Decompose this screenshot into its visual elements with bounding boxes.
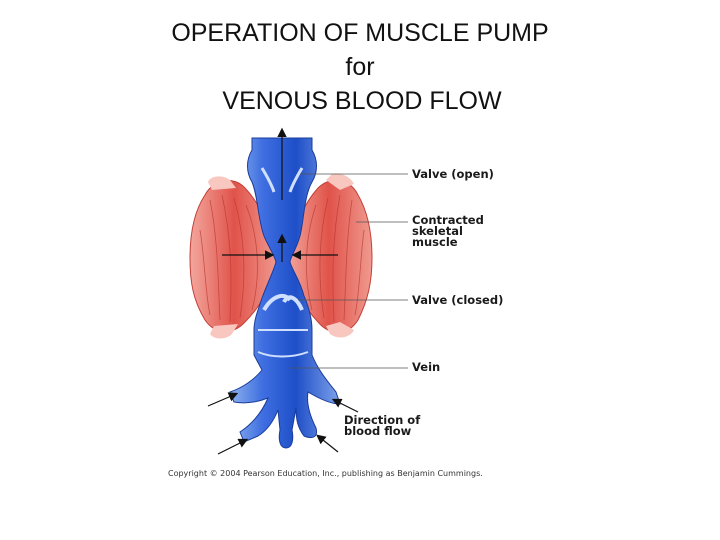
- copyright-text: Copyright © 2004 Pearson Education, Inc.…: [168, 469, 483, 478]
- slide-title: OPERATION OF MUSCLE PUMP for VENOUS BLOO…: [0, 16, 720, 118]
- blood-flow-arrow-2: [217, 438, 249, 455]
- title-line-2: for: [345, 53, 375, 81]
- valve-open: [260, 167, 304, 193]
- left-skeletal-muscle: [189, 176, 279, 339]
- blood-flow-arrow-4: [316, 434, 339, 453]
- blood-flow-arrow-1: [207, 392, 239, 407]
- label-direction-of: Direction of: [344, 413, 421, 427]
- label-valve-open: Valve (open): [412, 167, 494, 181]
- label-contracted: Contracted: [412, 213, 484, 227]
- blood-flow-arrow-3: [331, 398, 359, 413]
- label-muscle: muscle: [412, 235, 458, 249]
- title-line-1: OPERATION OF MUSCLE PUMP: [171, 19, 549, 47]
- label-valve-closed: Valve (closed): [412, 293, 503, 307]
- right-skeletal-muscle: [285, 173, 373, 338]
- label-vein: Vein: [412, 360, 440, 374]
- title-line-3: VENOUS BLOOD FLOW: [222, 87, 502, 115]
- vein: [229, 137, 341, 449]
- leader-lines: [290, 173, 408, 369]
- valve-closed: [257, 293, 309, 358]
- label-blood-flow: blood flow: [344, 424, 412, 438]
- label-skeletal: skeletal: [412, 224, 463, 238]
